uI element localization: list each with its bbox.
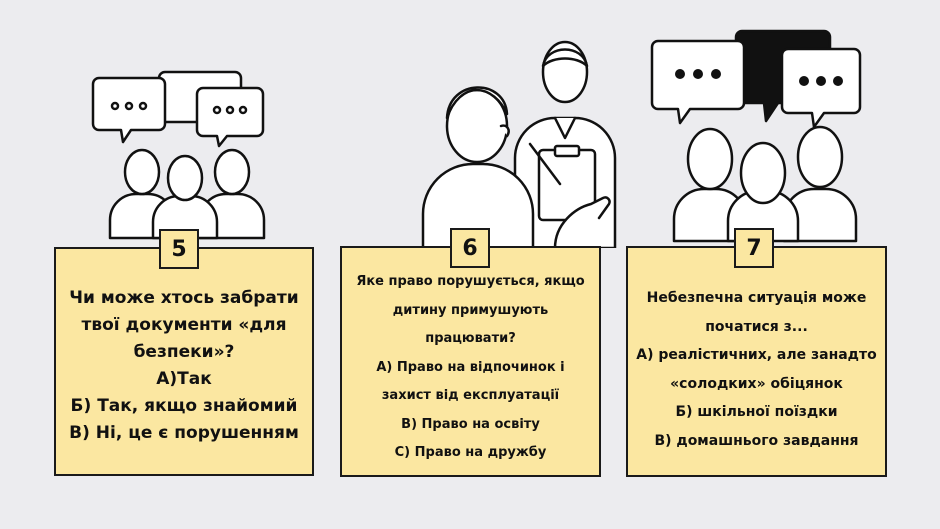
question-text: дитину примушують (392, 302, 549, 318)
question-text: Небезпечна ситуація може (646, 290, 867, 306)
answer-option: А)Так (156, 369, 212, 389)
answer-option: С) Право на дружбу (394, 445, 547, 460)
answer-option: А) Право на відпочинок і (376, 359, 565, 375)
answer-option: А) реалістичних, але занадто (636, 347, 877, 363)
card-number-badge: 6 (450, 228, 490, 268)
question-text: Чи може хтось забрати (69, 288, 299, 308)
question-text: Яке право порушується, якщо (356, 274, 585, 289)
answer-option: В) домашнього завдання (654, 432, 859, 449)
question-card-5: Чи може хтось забрати твої документи «дл… (54, 247, 314, 476)
card-number-badge: 5 (159, 229, 199, 269)
question-text: твої документи «для (81, 315, 287, 335)
answer-option: В) Право на освіту (401, 416, 540, 432)
question-text: початися з... (705, 318, 808, 335)
card-number-badge: 7 (734, 228, 774, 268)
question-card-7: Небезпечна ситуація може початися з... А… (626, 246, 887, 477)
question-text: безпеки»? (133, 342, 235, 362)
answer-option: захист від експлуатації (381, 388, 560, 403)
answer-option: Б) шкільної поїздки (675, 404, 838, 420)
question-text: працювати? (425, 331, 516, 346)
answer-option: В) Ні, це є порушенням (69, 423, 299, 443)
answer-option: Б) Так, якщо знайомий (70, 396, 298, 416)
people-dark-bubbles-icon (650, 29, 862, 243)
question-card-6: Яке право порушується, якщо дитину приму… (340, 246, 601, 477)
people-speech-bubbles-icon (91, 70, 266, 240)
interview-people-icon (421, 40, 617, 248)
answer-option: «солодких» обіцянок (670, 375, 843, 392)
